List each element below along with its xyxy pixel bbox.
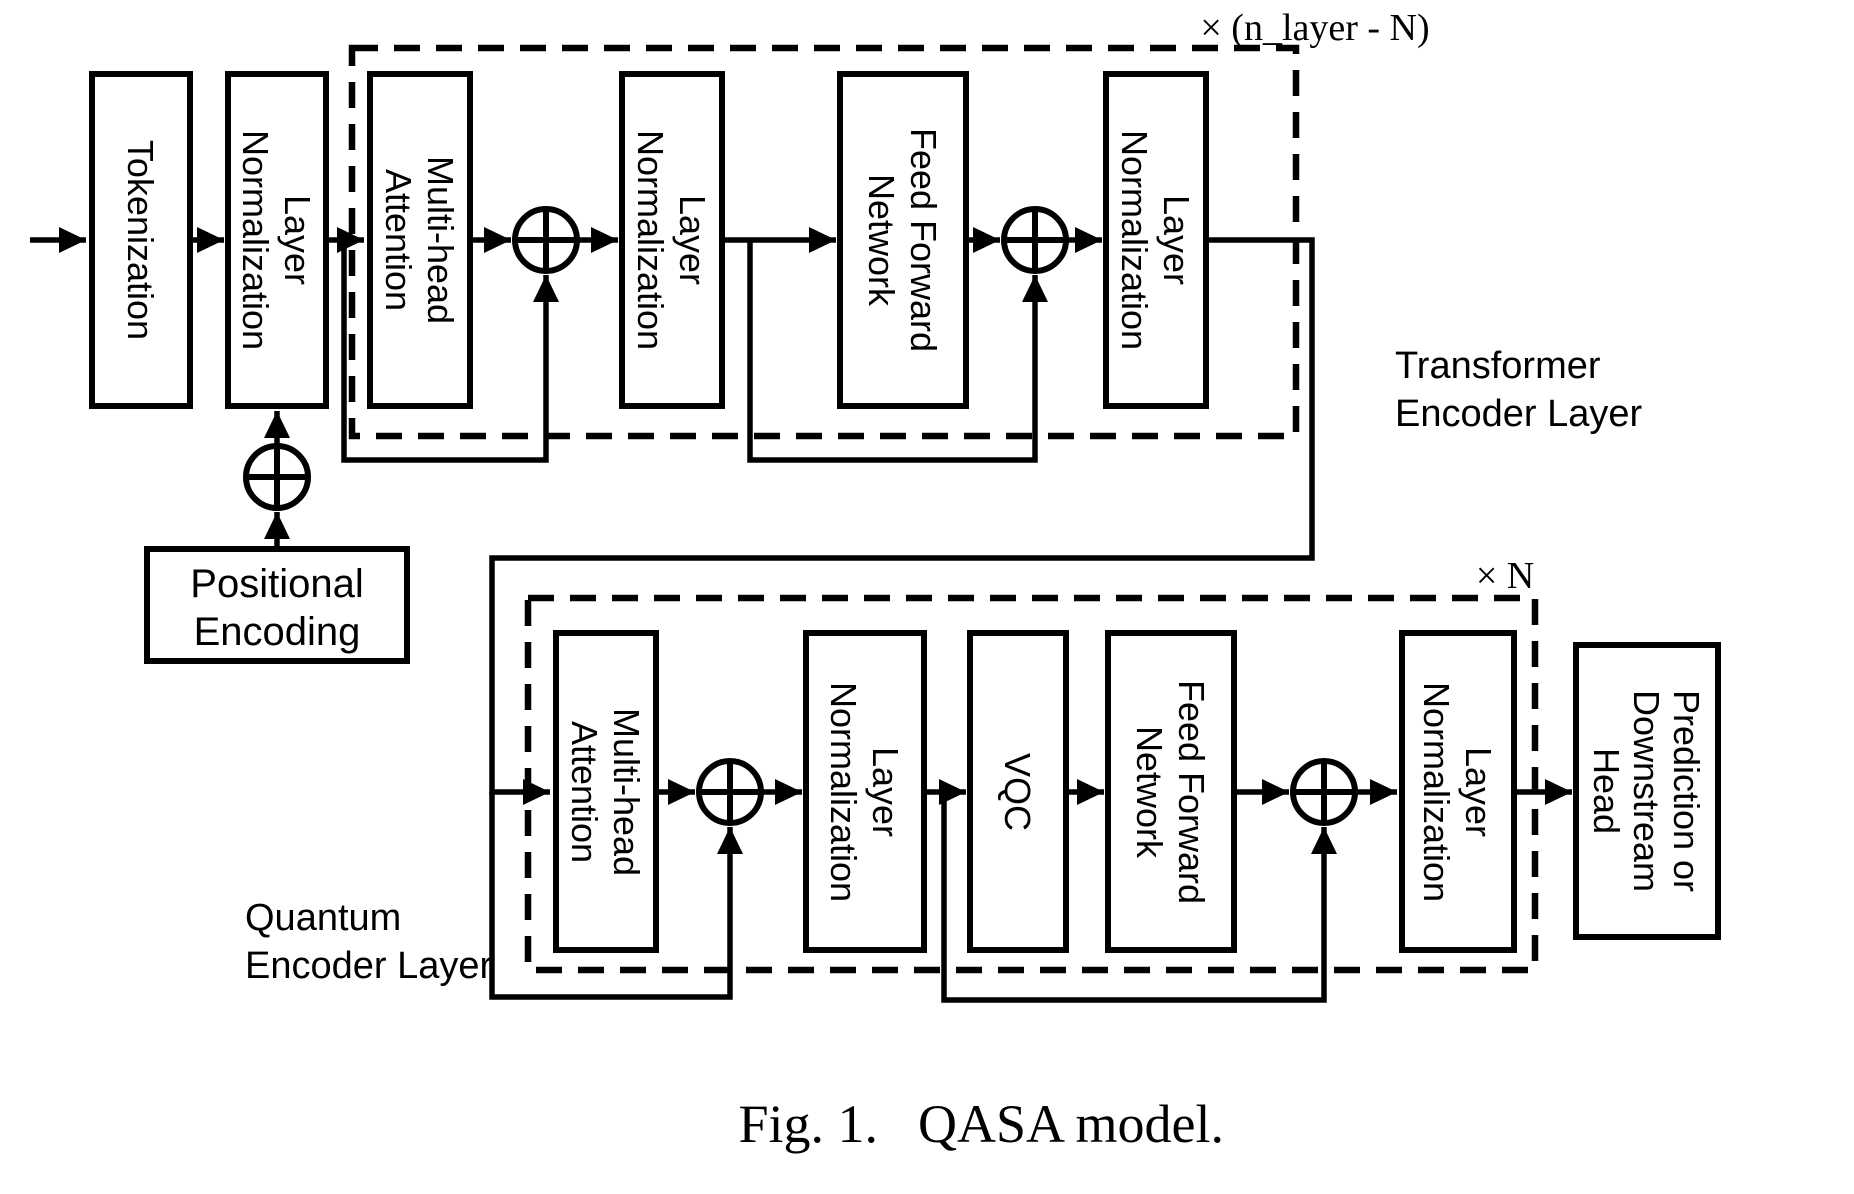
layer-normalization-box-1: Layer Normalization (225, 71, 329, 409)
layer-normalization-label: Normalization (1114, 130, 1155, 350)
feed-forward-network-label: Network (1129, 726, 1170, 859)
caption-figure-number: Fig. 1. (738, 1094, 878, 1154)
layer-normalization-box-2: Layer Normalization (619, 71, 725, 409)
residual-line-bottom-2 (941, 792, 1337, 1003)
caption-title: QASA model. (918, 1094, 1224, 1154)
residual-line-top-1 (341, 240, 559, 463)
repeat-count-bottom-label: × N (1476, 555, 1534, 597)
layer-normalization-label: Layer (1458, 747, 1499, 837)
multi-head-attention-box-1: Multi-head Attention (367, 71, 473, 409)
quantum-encoder-layer-label: Quantum Encoder Layer (245, 897, 492, 987)
add-circle-icon-positional (243, 443, 311, 511)
feed-forward-network-label: Feed Forward (903, 128, 944, 352)
prediction-head-label: Prediction or (1666, 690, 1707, 892)
repeat-count-top-label: × (n_layer - N) (1200, 7, 1429, 49)
multi-head-attention-label: Multi-head (420, 156, 461, 324)
caption: Fig. 1. QASA model. (738, 1094, 1224, 1154)
svg-text:Quantum: Quantum (245, 897, 401, 939)
multi-head-attention-label: Attention (378, 169, 419, 311)
svg-text:Transformer: Transformer (1395, 345, 1601, 387)
prediction-head-box: Prediction or Downstream Head (1573, 642, 1721, 940)
add-circle-icon-3 (696, 758, 764, 826)
residual-line-top-2 (747, 240, 1048, 463)
feed-forward-network-label: Feed Forward (1171, 680, 1212, 904)
multi-head-attention-label: Multi-head (606, 708, 647, 876)
layer-normalization-label: Layer (865, 747, 906, 837)
add-circle-icon-1 (512, 206, 580, 274)
add-circle-icon-4 (1290, 758, 1358, 826)
feed-forward-network-box-2: Feed Forward Network (1105, 630, 1237, 953)
positional-encoding-label: Positional (190, 562, 363, 606)
prediction-head-label: Head (1586, 748, 1627, 834)
positional-encoding-label: Encoding (194, 610, 361, 654)
layer-normalization-label: Layer (1156, 195, 1197, 285)
tokenization-label: Tokenization (120, 140, 161, 340)
svg-text:Encoder Layer: Encoder Layer (245, 945, 492, 987)
layer-normalization-box-4: Layer Normalization (803, 630, 927, 953)
vqc-box: VQC (967, 630, 1069, 953)
transformer-encoder-layer-label: Transformer Encoder Layer (1395, 345, 1642, 435)
layer-normalization-label: Normalization (630, 130, 671, 350)
add-circle-icon-2 (1001, 206, 1069, 274)
svg-text:Encoder Layer: Encoder Layer (1395, 393, 1642, 435)
feed-forward-network-box-1: Feed Forward Network (837, 71, 969, 409)
layer-normalization-box-5: Layer Normalization (1399, 630, 1517, 953)
layer-normalization-label: Normalization (823, 682, 864, 902)
inter-layer-connector (489, 237, 1315, 805)
positional-encoding-box: Positional Encoding (144, 546, 410, 664)
layer-normalization-box-3: Layer Normalization (1103, 71, 1209, 409)
layer-normalization-label: Normalization (235, 130, 276, 350)
vqc-label: VQC (997, 753, 1038, 831)
residual-line-bottom-1 (489, 792, 743, 1000)
multi-head-attention-box-2: Multi-head Attention (553, 630, 659, 953)
prediction-head-label: Downstream (1626, 690, 1667, 892)
layer-normalization-label: Layer (672, 195, 713, 285)
feed-forward-network-label: Network (861, 174, 902, 307)
layer-normalization-label: Layer (277, 195, 318, 285)
tokenization-box: Tokenization (89, 71, 193, 409)
layer-normalization-label: Normalization (1416, 682, 1457, 902)
multi-head-attention-label: Attention (564, 721, 605, 863)
